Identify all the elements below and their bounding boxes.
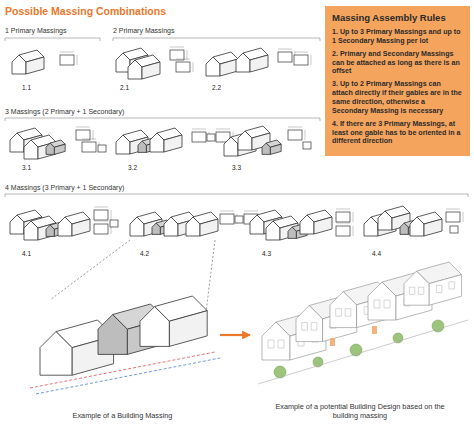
example-panel: Example of a Building Massing xyxy=(25,272,220,422)
callout-number: 4.1 xyxy=(22,250,31,257)
caption: Example of a Building Massing xyxy=(25,411,220,420)
rules-heading: Massing Assembly Rules xyxy=(332,12,463,23)
example-panel: Example of a potential Building Design b… xyxy=(250,250,470,422)
rules-box: Massing Assembly Rules 1. Up to 3 Primary… xyxy=(325,6,470,156)
section-label: 4 Massings (3 Primary + 1 Secondary) xyxy=(5,184,124,192)
section-label: 3 Massings (2 Primary + 1 Secondary) xyxy=(5,108,124,116)
massing-sketches-row3 xyxy=(10,206,463,240)
building-design-illustration xyxy=(258,262,468,384)
caption: Example of a potential Building Design b… xyxy=(250,402,470,420)
massing-sketches-row2 xyxy=(10,126,311,159)
callout-number: 3.2 xyxy=(128,164,137,171)
callout-number: 1.1 xyxy=(22,84,31,91)
section-label: 1 Primary Massings xyxy=(5,27,66,35)
callout-number: 3.1 xyxy=(22,164,31,171)
flow-arrow xyxy=(220,334,250,336)
rule-text: 2. Primary and Secondary Massings can be… xyxy=(332,50,463,77)
building-massing-illustration xyxy=(30,296,220,394)
callout-number: 4.4 xyxy=(372,250,381,257)
massing-sketches-row1 xyxy=(12,47,311,79)
callout-number: 4.2 xyxy=(140,250,149,257)
rule-text: 1. Up to 3 Primary Massings and up to 1 … xyxy=(332,28,463,46)
section-label: 2 Primary Massings xyxy=(113,27,174,35)
rule-text: 4. If there are 3 Primary Massings, at l… xyxy=(332,120,463,147)
callout-number: 3.3 xyxy=(232,164,241,171)
rule-text: 3. Up to 2 Primary Massings can attach d… xyxy=(332,80,463,115)
callout-number: 4.3 xyxy=(262,250,271,257)
callout-number: 2.2 xyxy=(212,84,221,91)
title: Possible Massing Combinations xyxy=(5,5,166,17)
callout-number: 2.1 xyxy=(120,84,129,91)
